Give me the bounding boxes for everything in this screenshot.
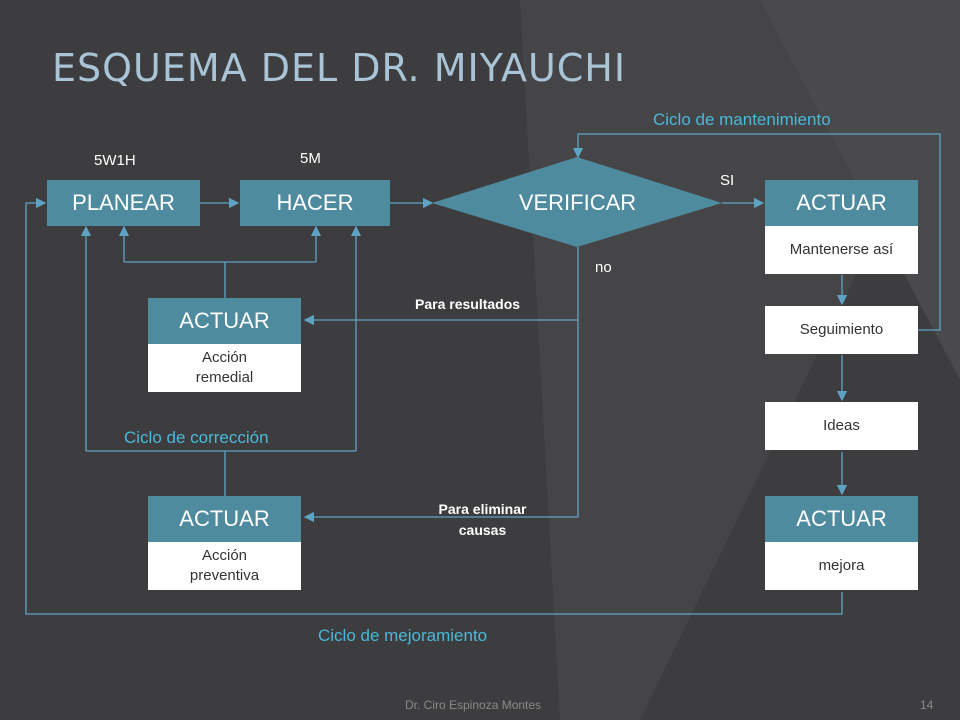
node-actuar-remedial: ACTUAR xyxy=(148,298,301,344)
label-ciclo-mantenimiento: Ciclo de mantenimiento xyxy=(653,110,831,129)
node-actuar-preventiva: ACTUAR xyxy=(148,496,301,542)
node-mejora: mejora xyxy=(765,542,918,590)
verificar-diamond xyxy=(432,157,722,247)
footer-author: Dr. Ciro Espinoza Montes xyxy=(405,698,542,712)
node-hacer: HACER xyxy=(240,180,390,226)
node-mantenerse-asi: Mantenerse así xyxy=(765,226,918,274)
page-number: 14 xyxy=(920,698,934,712)
label-si: SI xyxy=(720,172,735,189)
label-no: no xyxy=(595,259,612,276)
node-ideas: Ideas xyxy=(765,402,918,450)
label-para-resultados: Para resultados xyxy=(415,296,521,312)
node-planear: PLANEAR xyxy=(47,180,200,226)
node-verificar: VERIFICAR xyxy=(518,190,637,215)
label-5m: 5M xyxy=(300,150,321,167)
node-seguimiento: Seguimiento xyxy=(765,306,918,354)
label-5w1h: 5W1H xyxy=(94,152,136,169)
node-accion-remedial: Acción remedial xyxy=(148,344,301,392)
label-ciclo-mejoramiento: Ciclo de mejoramiento xyxy=(318,626,488,645)
page-title: ESQUEMA DEL DR. MIYAUCHI xyxy=(52,46,627,90)
node-actuar-mejora: ACTUAR xyxy=(765,496,918,542)
node-accion-preventiva: Acción preventiva xyxy=(148,542,301,590)
label-para-eliminar-causas: Para eliminar causas xyxy=(438,501,527,538)
label-ciclo-correccion: Ciclo de corrección xyxy=(124,428,269,447)
node-actuar-top: ACTUAR xyxy=(765,180,918,226)
